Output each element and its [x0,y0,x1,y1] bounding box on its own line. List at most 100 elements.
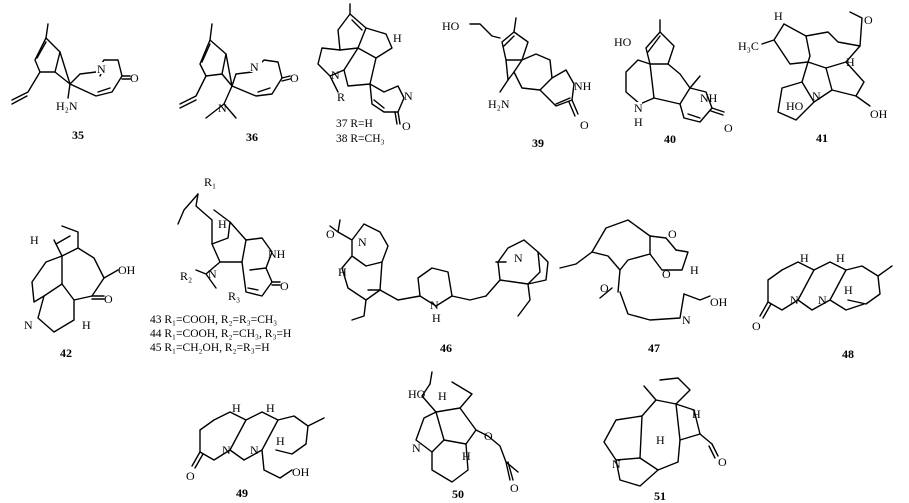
atom-label: R₃ [228,289,240,303]
compound-note: 43 R₁=COOH, R₂=R₃=CH₃ [150,314,277,326]
compound-note: 38 R=CH₃ [336,133,385,145]
atom-label: O [290,71,299,85]
compound-36: N O N 36 [179,23,299,144]
atom-label: O [752,319,761,333]
atom-label: OH [292,465,310,479]
atom-label: HO [408,387,426,401]
atom-label: N [97,62,106,76]
atom-label: H [836,251,845,265]
compound-50: HO H N H O O 50 [408,371,519,501]
atom-label: N [430,298,439,312]
compound-42: H OH O N H 42 [24,225,136,360]
compound-46: O N H N H N 46 [326,219,549,355]
compound-note: 44 R₁=COOH, R₂=CH₃, R₃=H [150,328,291,340]
atom-label: H [690,263,699,277]
atom-label: HO [786,99,804,113]
compound-41: H H₃C O H N HO OH 41 [738,9,888,145]
atom-label: H [232,401,241,415]
atom-label: O [186,469,195,483]
atom-label: NH [574,79,592,93]
atom-label: H [30,233,39,247]
atom-label: OH [118,263,136,277]
compound-note: 45 R₁=CH₂OH, R₂=R₃=H [150,342,270,354]
atom-label: O [580,118,589,132]
atom-label: R₂ [180,269,192,283]
atom-label: N [208,267,217,281]
atom-label: O [402,119,411,133]
atom-label: HO [614,35,632,49]
compound-number: 48 [842,347,854,361]
atom-label: H [800,251,809,265]
compound-number: 47 [648,341,660,355]
compound-number: 51 [654,489,666,503]
compound-number: 39 [532,136,544,150]
atom-label: O [484,429,493,443]
atom-label: H [634,115,643,129]
compound-number: 42 [60,346,72,360]
compound-37-38: H N R N O 37 R=H 38 R=CH₃ [317,3,413,145]
compound-number: 35 [72,128,84,142]
atom-label: N [818,293,827,307]
atom-label: N [250,443,259,457]
compound-number: 41 [816,131,828,145]
atom-label: H [266,401,275,415]
atom-label: H [218,217,227,231]
compound-number: 36 [246,130,258,144]
compound-51: H H N O 51 [603,377,727,503]
compound-number: 50 [452,487,464,501]
atom-label: N [682,313,691,327]
atom-label: N [24,318,33,332]
compound-number: 49 [236,486,248,500]
compound-43-45: R₁ H NH O R₂ N R₃ 43 R₁=COOH, R₂=R₃=CH₃ … [150,175,291,354]
atom-label: N [514,251,523,265]
atom-label: R₁ [204,175,216,189]
atom-label: H [82,318,91,332]
atom-label: O [718,455,727,469]
atom-label: O [600,281,609,295]
atom-label: HO [442,19,460,33]
atom-label: H [432,311,441,325]
atom-label: N [218,101,227,115]
atom-label: OH [870,107,888,121]
atom-label: OH [710,295,728,309]
compound-48: H H H N N O 48 [752,251,893,361]
atom-label: H [774,9,783,23]
atom-label: O [130,71,139,85]
atom-label: H [438,389,447,403]
atom-label: O [668,227,677,241]
atom-label: O [724,121,733,135]
atom-label: H [846,55,855,69]
atom-label: N [612,457,621,471]
atom-label: N [331,68,340,82]
atom-label: N [634,101,643,115]
atom-label: O [662,267,671,281]
atom-label: H₃C [738,39,759,53]
atom-label: NH [268,247,286,261]
compound-40: HO N H NH O 40 [614,19,733,146]
atom-label: H [692,407,701,421]
atom-label: H [656,433,665,447]
atom-label: O [864,13,873,27]
atom-label: H₂N [488,97,510,111]
atom-label: N [790,293,799,307]
atom-label: N [222,443,231,457]
compound-49: H H H N N O OH 49 [186,401,325,500]
atom-label: R [337,90,345,104]
atom-label: H [276,434,285,448]
atom-label: N [358,235,367,249]
atom-label: O [510,481,519,495]
atom-label: H [844,283,853,297]
atom-label: O [280,279,289,293]
atom-label: O [326,227,335,241]
atom-label: N [404,89,413,103]
compound-35: N O H₂N 35 [11,23,139,142]
atom-label: H₂N [56,99,78,113]
compound-number: 46 [440,341,452,355]
compound-note: 37 R=H [336,118,373,130]
atom-label: H [462,449,471,463]
compound-number: 40 [664,132,676,146]
atom-label: N [812,89,821,103]
atom-label: N [412,441,421,455]
atom-label: N [250,60,259,74]
